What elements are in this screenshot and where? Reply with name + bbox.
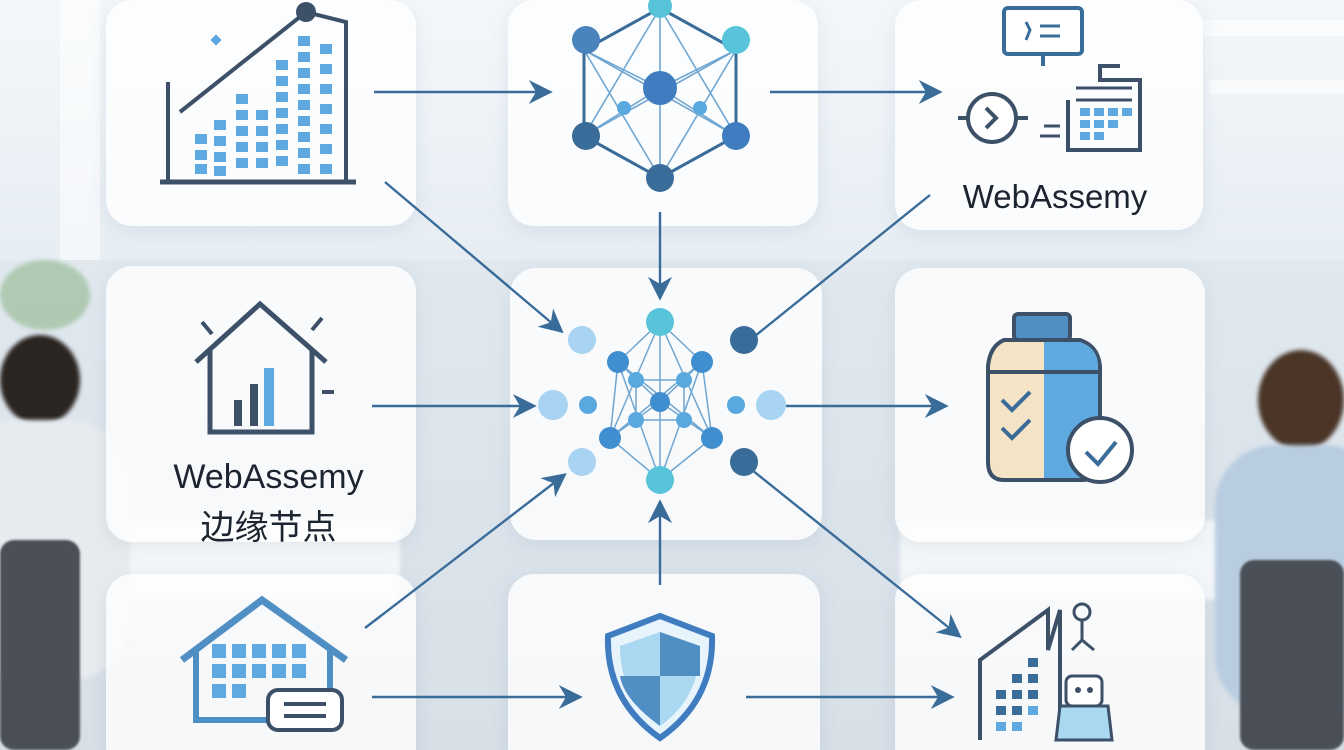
arrow-analytics-to-hub xyxy=(384,181,564,334)
background-beam xyxy=(60,0,100,260)
edge-node-label-line1: WebAssemy xyxy=(173,458,364,496)
edge-node-label-line2: 边缘节点 xyxy=(200,509,337,547)
background-plant xyxy=(0,260,90,330)
webassembly-top-label: WebAssemy xyxy=(962,178,1148,215)
network-graph-icon xyxy=(572,0,750,192)
card-edge-node xyxy=(106,266,416,542)
background-chair xyxy=(1240,560,1344,750)
background-chair xyxy=(0,540,80,750)
background-person-head xyxy=(0,335,80,425)
arrow-building-to-hub xyxy=(364,473,567,629)
connector-webassembly-to-hub xyxy=(754,194,931,337)
background-person-head xyxy=(1258,350,1344,450)
house-grid-icon xyxy=(179,595,349,732)
central-network-hub-icon xyxy=(538,308,786,494)
checklist-jar-icon xyxy=(986,312,1134,484)
monitor-terminal-icon xyxy=(958,6,1142,152)
arrow-hub-to-automation xyxy=(751,469,962,639)
house-chart-icon xyxy=(194,300,334,435)
robot-factory-icon xyxy=(978,602,1114,742)
shield-icon xyxy=(604,612,716,742)
bar-chart-icon xyxy=(160,2,356,185)
background-beam xyxy=(1180,20,1344,36)
background-beam xyxy=(1210,80,1344,94)
card-automation xyxy=(895,574,1205,750)
arrows xyxy=(364,80,962,709)
